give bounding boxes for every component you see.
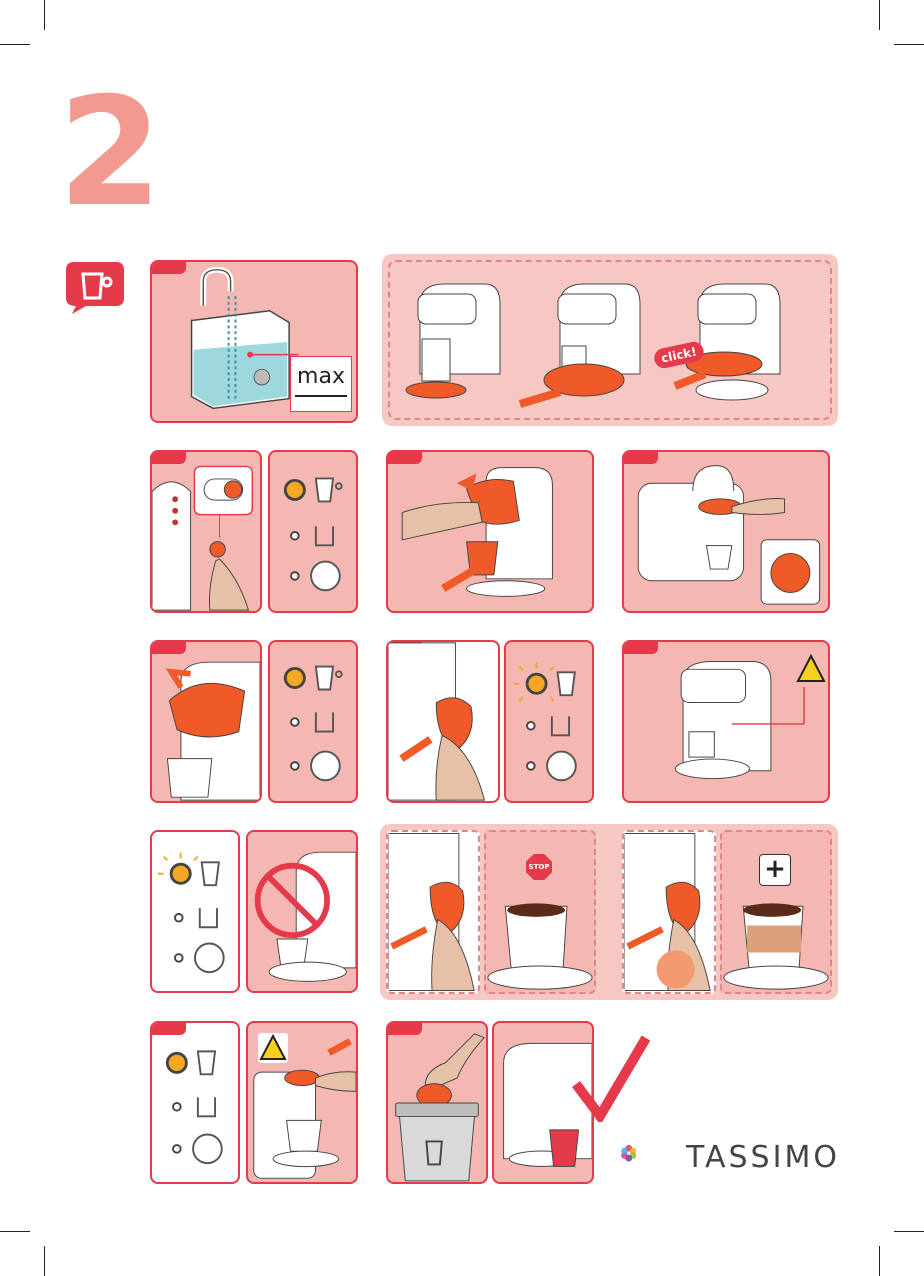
panel-hold-button: [622, 830, 716, 994]
panel-power-on: [150, 450, 262, 613]
hand-icon: [388, 642, 498, 801]
panel-close-lid: [150, 640, 262, 803]
panel-status-lights: [268, 640, 358, 803]
panel-remove-disc: [246, 1021, 358, 1184]
no-touch-icon: [248, 832, 356, 991]
crop-mark: [44, 0, 45, 30]
crop-mark: [0, 44, 30, 45]
step-number: 2: [58, 78, 162, 228]
crop-mark: [0, 1231, 30, 1232]
panel-press-stop: [386, 830, 480, 994]
hand-icon: [624, 832, 714, 992]
status-lights-icon: [152, 1023, 238, 1182]
crop-mark: [894, 1231, 924, 1232]
hot-warning-icon: [258, 1033, 288, 1063]
panel-brewing: [622, 640, 830, 803]
status-lights-icon: [270, 452, 356, 611]
cup-badge-icon: [66, 262, 124, 314]
status-lights-icon: [270, 642, 356, 801]
power-switch-icon: [152, 452, 260, 611]
hand-icon: [388, 452, 592, 611]
checkmark-icon: [570, 1032, 650, 1122]
panel-status-lights: [504, 640, 594, 803]
brand-name: TASSIMO: [686, 1140, 840, 1175]
plus-icon: +: [759, 854, 791, 886]
machine-icon: [400, 274, 820, 414]
machine-icon: [624, 452, 828, 611]
max-label: max: [290, 356, 352, 412]
crop-mark: [894, 44, 924, 45]
panel-press-button: [386, 640, 500, 803]
tassimo-logo: [620, 1122, 682, 1184]
panel-insert-disc: [622, 450, 830, 613]
stop-icon: STOP: [526, 854, 552, 880]
hot-warning-icon: [796, 654, 826, 684]
status-lights-icon: [506, 642, 592, 801]
bin-icon: [388, 1023, 486, 1182]
crop-mark: [44, 1246, 45, 1276]
panel-discard-disc: [386, 1021, 488, 1184]
panel-do-not-open: [246, 830, 358, 993]
panel-status-lights: [150, 830, 240, 993]
panel-status-lights: [150, 1021, 240, 1184]
crop-mark: [879, 1246, 880, 1276]
hand-icon: [388, 832, 478, 992]
panel-open-lid: [386, 450, 594, 613]
panel-status-lights: [268, 450, 358, 613]
machine-icon: [152, 642, 260, 801]
crop-mark: [879, 0, 880, 30]
status-lights-icon: [152, 832, 238, 991]
